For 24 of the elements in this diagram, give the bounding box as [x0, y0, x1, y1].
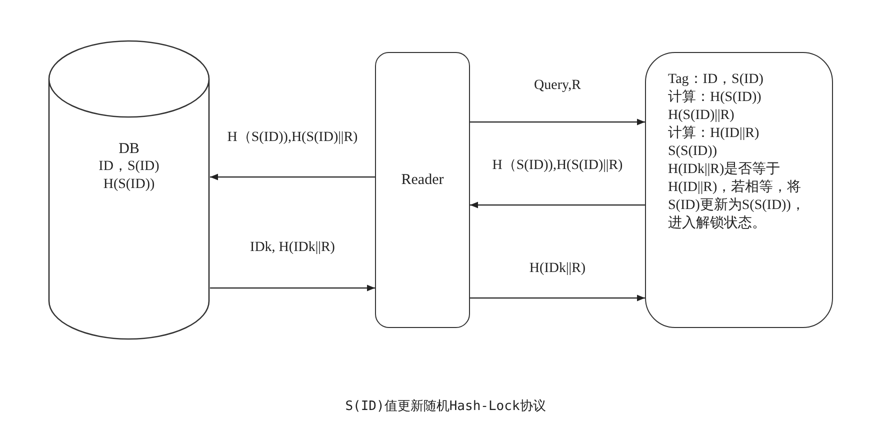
- arrow: [470, 294, 645, 302]
- database-cylinder: [48, 40, 210, 340]
- edge-label: IDk, H(IDk||R): [248, 240, 337, 256]
- node-text: DB: [118, 140, 140, 158]
- node-text: 计算：H(ID||R): [668, 125, 760, 143]
- node-text: H(IDk||R)是否等于H(ID||R)，若相等，将S(ID)更新为S(S(ID))，进入解锁状态。: [668, 161, 806, 233]
- arrow: [470, 118, 645, 126]
- edge-label: H(IDk||R): [527, 261, 588, 277]
- edge-label: H（S(ID)),H(S(ID)||R): [490, 156, 625, 174]
- arrow: [210, 284, 375, 292]
- node-text: 计算：H(S(ID)): [668, 89, 762, 107]
- edge-label: Query,R: [532, 78, 583, 94]
- arrow: [470, 202, 645, 208]
- caption: S(ID)值更新随机Hash-Lock协议: [344, 398, 547, 415]
- rounded-box: [375, 52, 470, 328]
- node-text: H(S(ID)||R): [668, 107, 736, 125]
- rounded-box: [645, 52, 833, 328]
- node-text: Tag：ID，S(ID): [668, 71, 764, 89]
- node-text: H(S(ID)): [102, 176, 156, 194]
- edge-label: H（S(ID)),H(S(ID)||R): [225, 128, 360, 146]
- node-text: ID，S(ID): [98, 158, 160, 176]
- node-text: Reader: [400, 171, 445, 189]
- node-text: S(S(ID)): [668, 143, 718, 161]
- arrow: [210, 174, 375, 180]
